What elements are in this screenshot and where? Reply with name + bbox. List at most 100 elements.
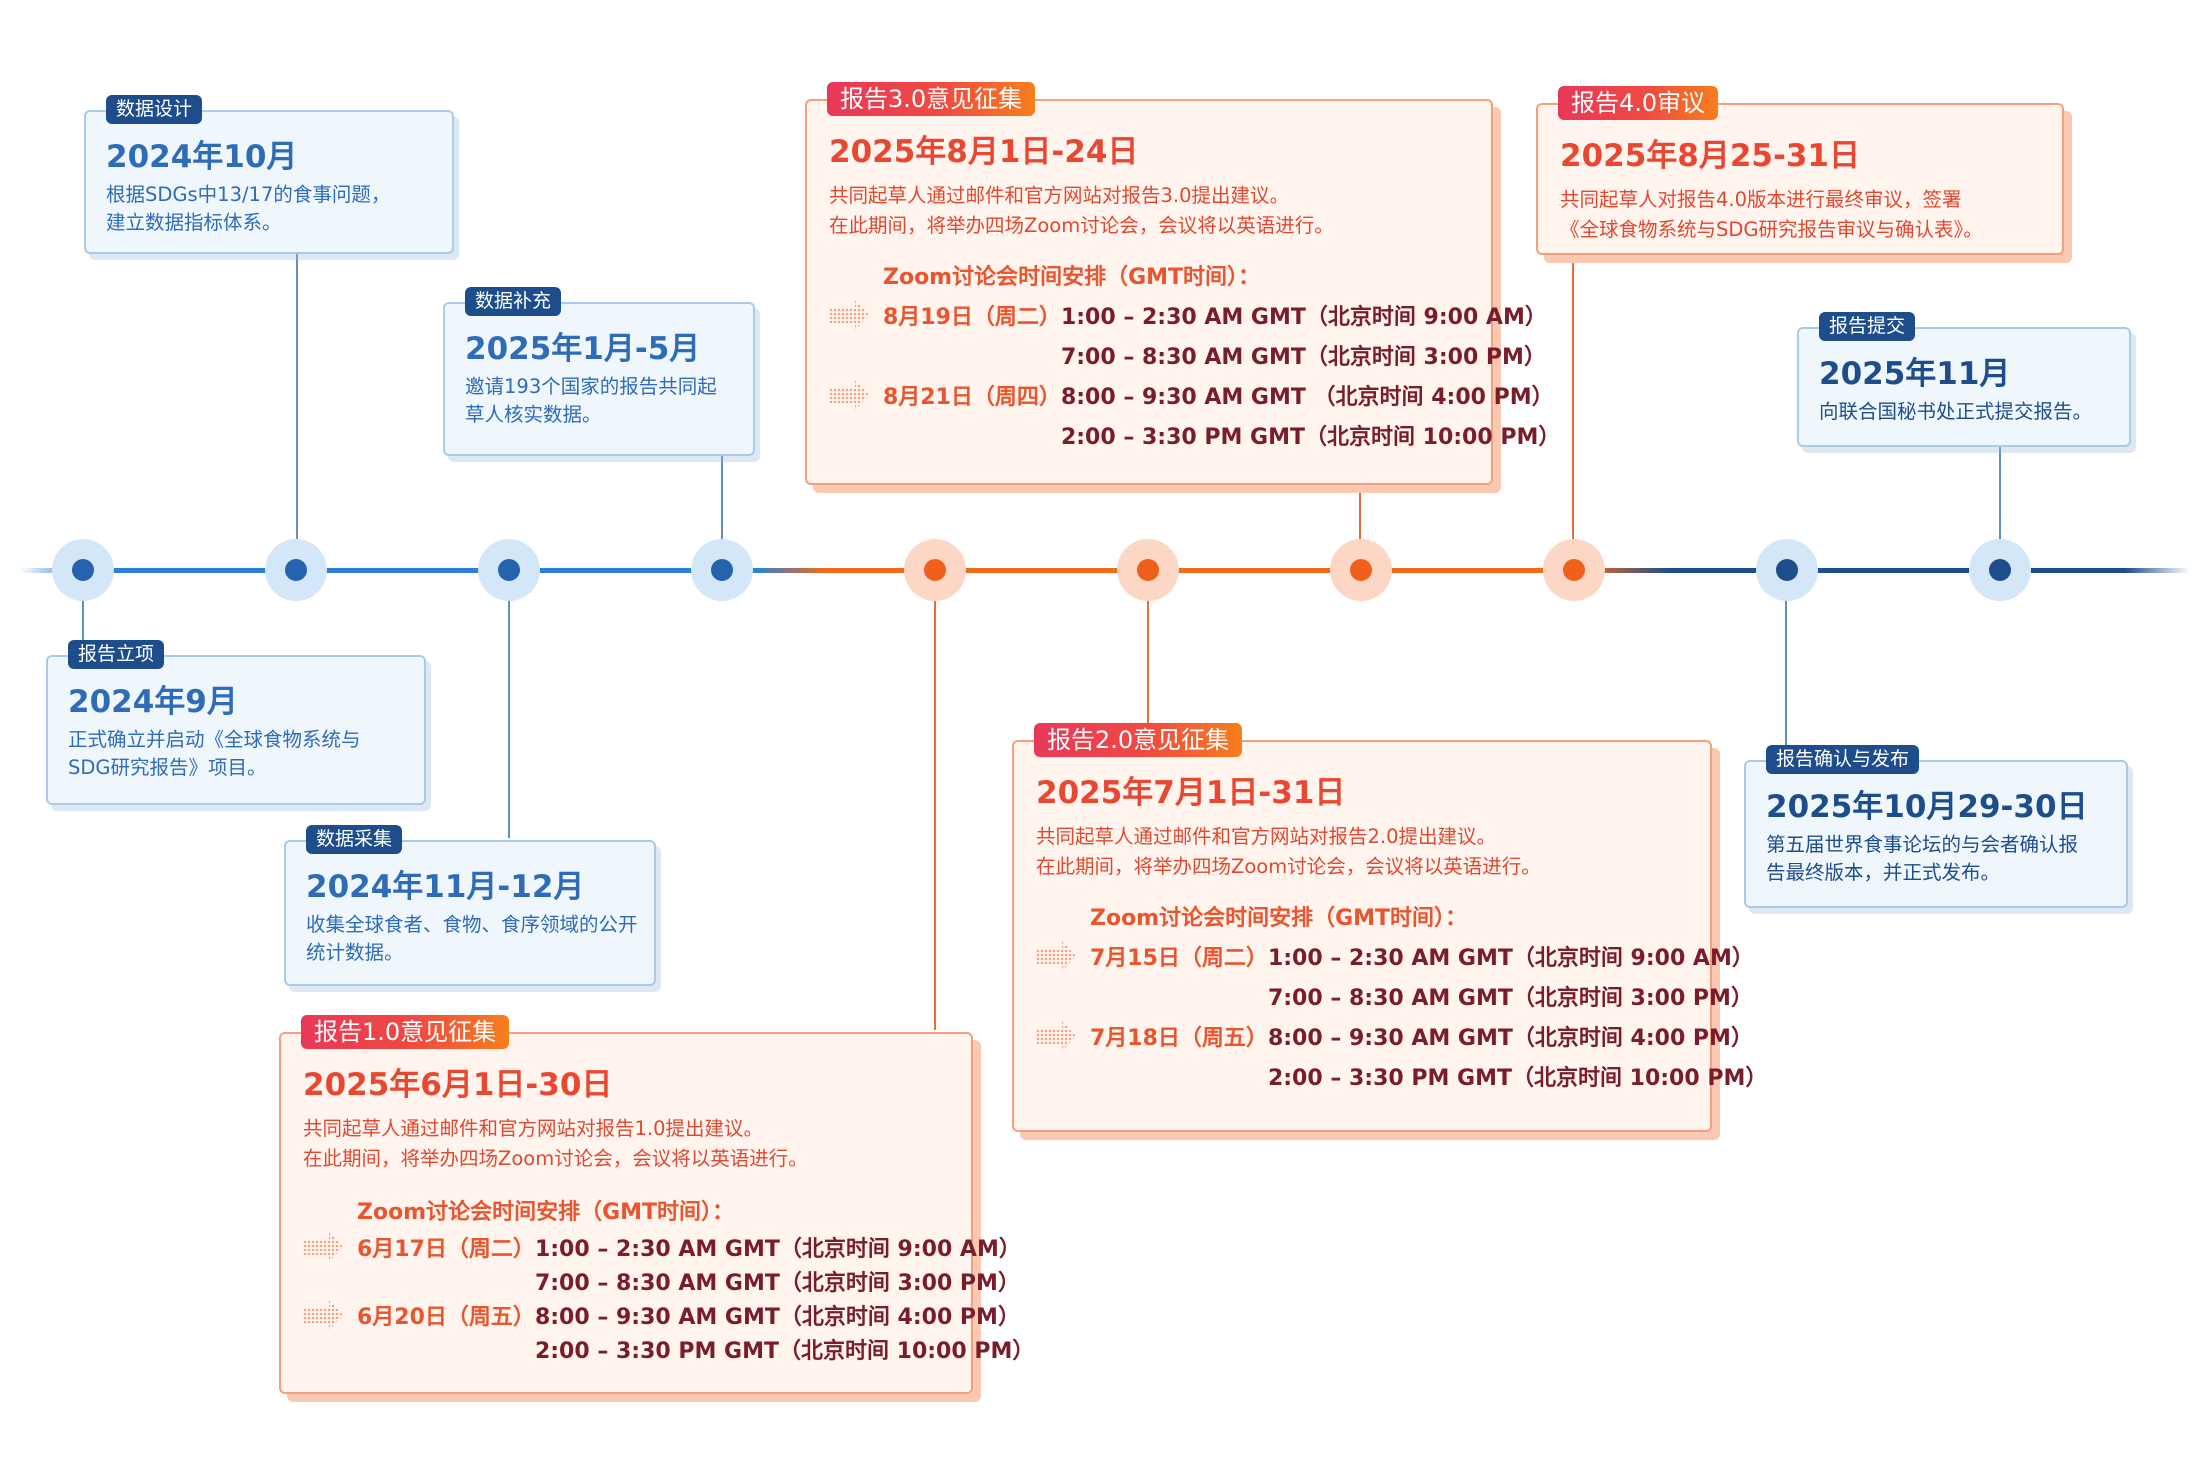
dotted-arrow-icon	[303, 1300, 343, 1330]
desc-report-4-1: 共同起草人对报告4.0版本进行最终审议，签署	[1560, 188, 1962, 211]
schedule-row: 7月18日（周五） 2:00 – 3:30 PM GMT（北京时间 10:00 …	[1036, 1056, 1767, 1096]
schedule-time: 2:00 – 3:30 PM GMT（北京时间 10:00 PM）	[1267, 1066, 1768, 1091]
schedule-time: 7:00 – 8:30 AM GMT（北京时间 3:00 PM）	[1060, 345, 1546, 370]
schedule-day: 7月15日（周二）	[1090, 946, 1268, 971]
tag-data-design: 数据设计	[106, 95, 203, 124]
date-report-submit: 2025年11月	[1819, 356, 2011, 392]
date-data-collection: 2024年11月-12月	[306, 869, 585, 905]
desc-report-2-1: 共同起草人通过邮件和官方网站对报告2.0提出建议。	[1036, 825, 1497, 848]
date-report-4: 2025年8月25-31日	[1560, 138, 1860, 174]
schedule-day: 6月20日（周五）	[357, 1305, 535, 1330]
date-report-2: 2025年7月1日-31日	[1036, 775, 1346, 811]
card-report-4: 报告4.0审议 2025年8月25-31日 共同起草人对报告4.0版本进行最终审…	[1536, 86, 2064, 255]
desc-data-collection-2: 统计数据。	[306, 941, 404, 964]
schedule-row: 7月15日（周二） 7:00 – 8:30 AM GMT（北京时间 3:00 P…	[1036, 976, 1753, 1016]
schedule-day: 8月21日（周四）	[883, 385, 1061, 410]
tag-confirm-publish: 报告确认与发布	[1766, 745, 1920, 774]
schedule-day: 6月17日（周二）	[357, 1237, 535, 1262]
schedule-row: 8月19日（周二） 1:00 – 2:30 AM GMT（北京时间 9:00 A…	[829, 295, 1547, 335]
tag-report-4: 报告4.0审议	[1558, 86, 1719, 120]
dotted-arrow-icon	[829, 380, 869, 410]
desc-project-launch-2: SDG研究报告》项目。	[68, 756, 267, 779]
tag-report-3: 报告3.0意见征集	[827, 82, 1036, 116]
schedule-time: 2:00 – 3:30 PM GMT（北京时间 10:00 PM）	[1060, 425, 1561, 450]
schedule-time: 1:00 – 2:30 AM GMT（北京时间 9:00 AM）	[534, 1237, 1021, 1262]
card-data-supplement: 数据补充 2025年1月-5月 邀请193个国家的报告共同起 草人核实数据。	[443, 287, 755, 456]
card-confirm-publish: 报告确认与发布 2025年10月29-30日 第五届世界食事论坛的与会者确认报 …	[1744, 745, 2128, 908]
tag-report-1: 报告1.0意见征集	[301, 1015, 510, 1049]
card-report-1: 报告1.0意见征集 2025年6月1日-30日 共同起草人通过邮件和官方网站对报…	[279, 1015, 1034, 1394]
desc-report-3-1: 共同起草人通过邮件和官方网站对报告3.0提出建议。	[829, 184, 1290, 207]
schedule-report-3: Zoom讨论会时间安排（GMT时间）： 8月19日（周二） 1:00 – 2:3…	[829, 261, 1560, 455]
node-caiji	[478, 539, 540, 601]
card-report-3: 报告3.0意见征集 2025年8月1日-24日 共同起草人通过邮件和官方网站对报…	[805, 82, 1560, 485]
node-buchong	[691, 539, 753, 601]
schedule-row: 6月17日（周二） 1:00 – 2:30 AM GMT（北京时间 9:00 A…	[303, 1230, 1021, 1264]
schedule-report-1: Zoom讨论会时间安排（GMT时间）： 6月17日（周二） 1:00 – 2:3…	[303, 1196, 1034, 1366]
desc-data-design-1: 根据SDGs中13/17的食事问题，	[106, 183, 391, 206]
schedule-row: 8月19日（周二） 7:00 – 8:30 AM GMT（北京时间 3:00 P…	[829, 335, 1546, 375]
schedule-time: 8:00 – 9:30 AM GMT（北京时间 4:00 PM）	[1267, 1026, 1753, 1051]
tag-project-launch: 报告立项	[68, 640, 165, 669]
node-r4	[1543, 539, 1605, 601]
card-report-2: 报告2.0意见征集 2025年7月1日-31日 共同起草人通过邮件和官方网站对报…	[1012, 723, 1767, 1132]
desc-data-collection-1: 收集全球食者、食物、食序领域的公开	[306, 913, 638, 936]
dotted-arrow-icon	[303, 1232, 343, 1262]
schedule-time: 7:00 – 8:30 AM GMT（北京时间 3:00 PM）	[1267, 986, 1753, 1011]
desc-report-2-2: 在此期间，将举办四场Zoom讨论会，会议将以英语进行。	[1036, 855, 1541, 878]
node-tijiao	[1969, 539, 2031, 601]
node-fabu	[1756, 539, 1818, 601]
node-r2	[1117, 539, 1179, 601]
axis-line	[20, 568, 2190, 573]
schedule-row: 7月18日（周五） 8:00 – 9:30 AM GMT（北京时间 4:00 P…	[1036, 1016, 1753, 1056]
schedule-row: 6月20日（周五） 2:00 – 3:30 PM GMT（北京时间 10:00 …	[303, 1332, 1034, 1366]
schedule-day: 7月18日（周五）	[1090, 1026, 1268, 1051]
desc-report-1-2: 在此期间，将举办四场Zoom讨论会，会议将以英语进行。	[303, 1147, 808, 1170]
date-report-1: 2025年6月1日-30日	[303, 1067, 613, 1103]
desc-report-1-1: 共同起草人通过邮件和官方网站对报告1.0提出建议。	[303, 1117, 764, 1140]
schedule-title-report-2: Zoom讨论会时间安排（GMT时间）：	[1090, 906, 1468, 931]
schedule-time: 1:00 – 2:30 AM GMT（北京时间 9:00 AM）	[1267, 946, 1754, 971]
schedule-row: 7月15日（周二） 1:00 – 2:30 AM GMT（北京时间 9:00 A…	[1036, 936, 1754, 976]
card-report-submit: 报告提交 2025年11月 向联合国秘书处正式提交报告。	[1797, 312, 2131, 447]
desc-data-supplement-1: 邀请193个国家的报告共同起	[465, 375, 717, 398]
desc-report-4-2: 《全球食物系统与SDG研究报告审议与确认表》。	[1560, 218, 1983, 241]
desc-confirm-publish-2: 告最终版本，并正式发布。	[1766, 861, 2001, 884]
desc-project-launch-1: 正式确立并启动《全球食物系统与	[68, 728, 361, 751]
tag-report-2: 报告2.0意见征集	[1034, 723, 1243, 757]
node-r3	[1330, 539, 1392, 601]
date-data-supplement: 2025年1月-5月	[465, 331, 701, 367]
schedule-day: 8月19日（周二）	[883, 305, 1061, 330]
tag-data-collection: 数据采集	[306, 825, 403, 854]
tag-report-submit: 报告提交	[1819, 312, 1916, 341]
node-r1	[904, 539, 966, 601]
schedule-row: 8月21日（周四） 8:00 – 9:30 AM GMT （北京时间 4:00 …	[829, 375, 1554, 415]
schedule-row: 6月20日（周五） 8:00 – 9:30 AM GMT（北京时间 4:00 P…	[303, 1298, 1020, 1332]
desc-data-design-2: 建立数据指标体系。	[106, 211, 282, 234]
schedule-time: 1:00 – 2:30 AM GMT（北京时间 9:00 AM）	[1060, 305, 1547, 330]
node-sheji	[265, 539, 327, 601]
desc-confirm-publish-1: 第五届世界食事论坛的与会者确认报	[1766, 833, 2079, 856]
tag-data-supplement: 数据补充	[465, 287, 562, 316]
card-data-collection: 数据采集 2024年11月-12月 收集全球食者、食物、食序领域的公开 统计数据…	[284, 825, 656, 986]
dotted-arrow-icon	[1036, 941, 1076, 971]
date-project-launch: 2024年9月	[68, 684, 238, 720]
schedule-time: 7:00 – 8:30 AM GMT（北京时间 3:00 PM）	[534, 1271, 1020, 1296]
schedule-title-report-1: Zoom讨论会时间安排（GMT时间）：	[357, 1200, 735, 1225]
node-lixiang	[52, 539, 114, 601]
schedule-row: 6月17日（周二） 7:00 – 8:30 AM GMT（北京时间 3:00 P…	[303, 1264, 1020, 1298]
schedule-time: 8:00 – 9:30 AM GMT（北京时间 4:00 PM）	[534, 1305, 1020, 1330]
schedule-title-report-3: Zoom讨论会时间安排（GMT时间）：	[883, 265, 1261, 290]
date-report-3: 2025年8月1日-24日	[829, 134, 1139, 170]
desc-data-supplement-2: 草人核实数据。	[465, 403, 602, 426]
schedule-row: 8月21日（周四） 2:00 – 3:30 PM GMT（北京时间 10:00 …	[829, 415, 1560, 455]
dotted-arrow-icon	[829, 300, 869, 330]
schedule-time: 8:00 – 9:30 AM GMT （北京时间 4:00 PM）	[1060, 385, 1554, 410]
schedule-report-2: Zoom讨论会时间安排（GMT时间）： 7月15日（周二） 1:00 – 2:3…	[1036, 902, 1767, 1096]
dotted-arrow-icon	[1036, 1021, 1076, 1051]
schedule-time: 2:00 – 3:30 PM GMT（北京时间 10:00 PM）	[534, 1339, 1035, 1364]
desc-report-3-2: 在此期间，将举办四场Zoom讨论会，会议将以英语进行。	[829, 214, 1334, 237]
card-data-design: 数据设计 2024年10月 根据SDGs中13/17的食事问题， 建立数据指标体…	[84, 95, 454, 254]
